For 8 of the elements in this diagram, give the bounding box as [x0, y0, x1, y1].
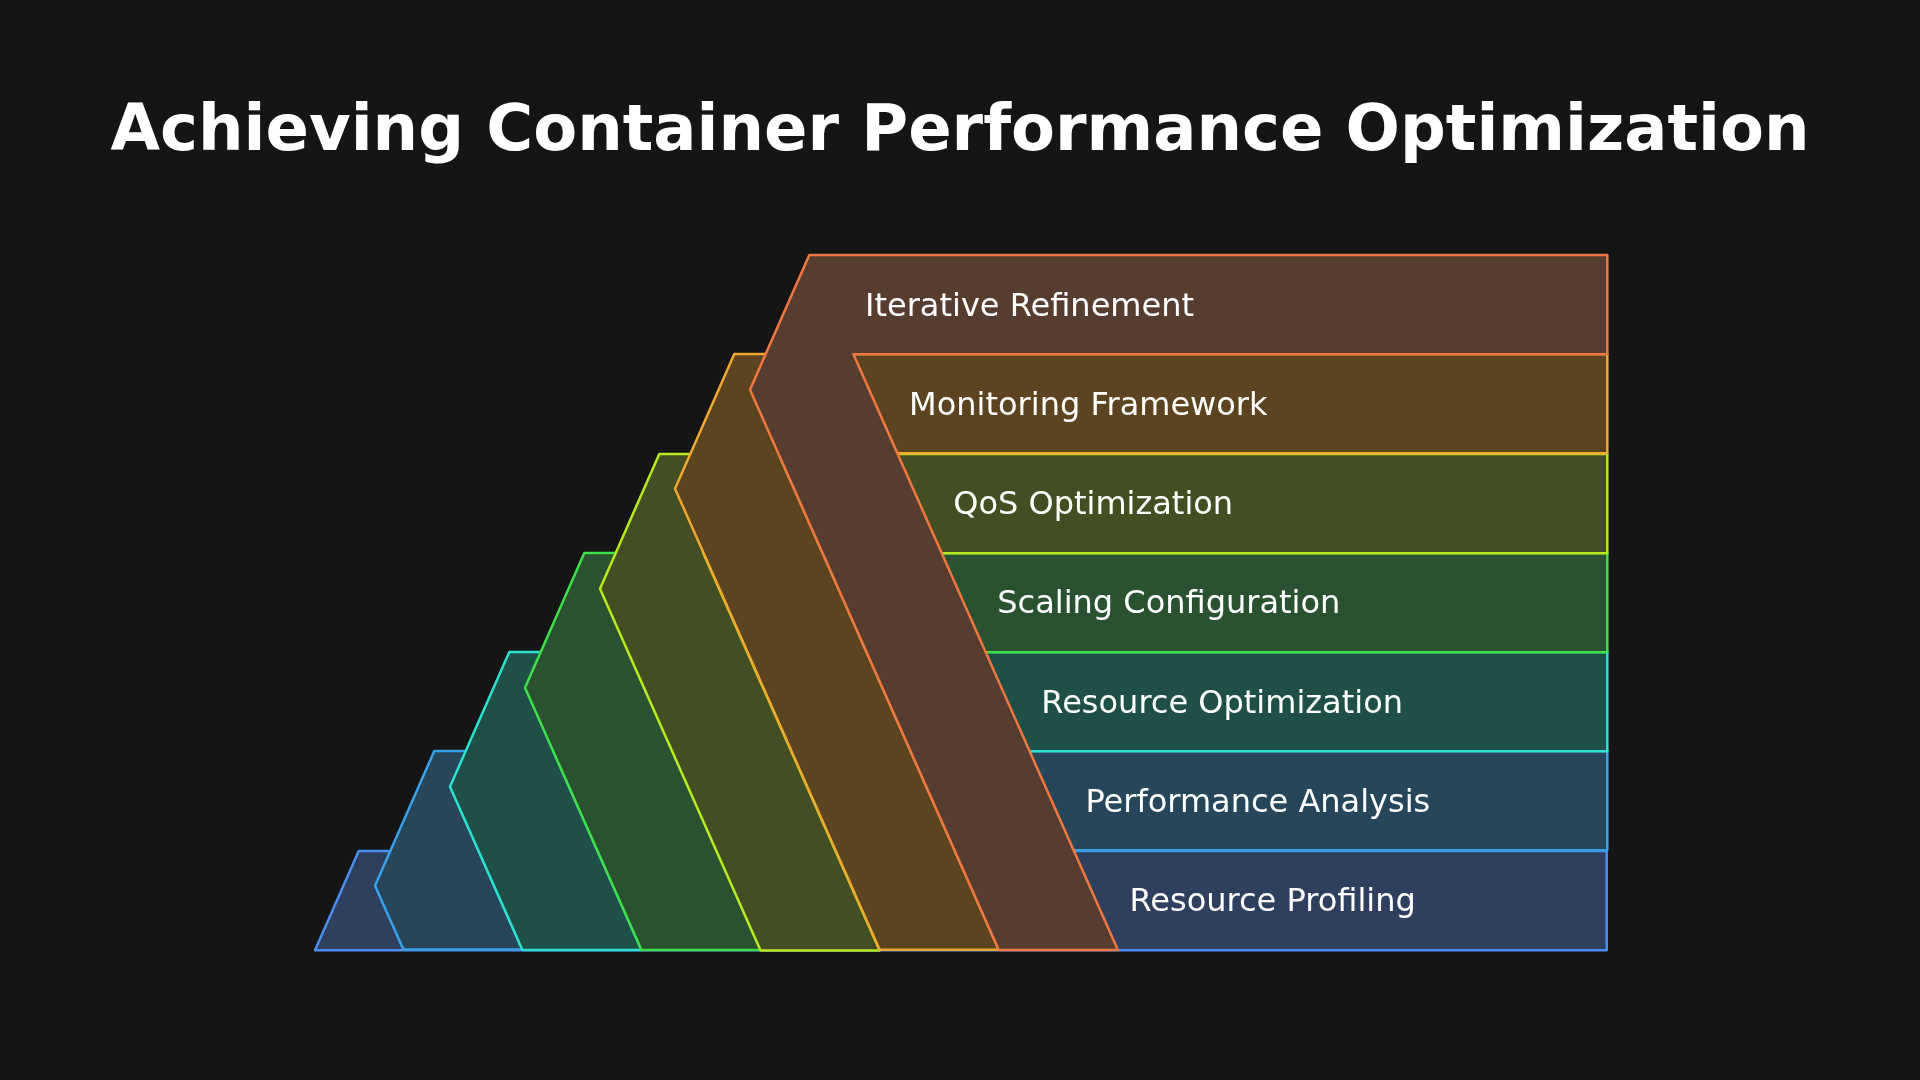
band-label: Iterative Refinement [865, 284, 1194, 325]
band-label: Resource Profiling [1129, 880, 1416, 921]
band-label: Monitoring Framework [909, 383, 1268, 424]
band-label: Resource Optimization [1041, 681, 1403, 722]
band-label: Scaling Configuration [997, 582, 1341, 623]
band-label: QoS Optimization [953, 483, 1234, 524]
band-label: Performance Analysis [1085, 781, 1431, 822]
diagram-title: Achieving Container Performance Optimization [109, 90, 1811, 167]
